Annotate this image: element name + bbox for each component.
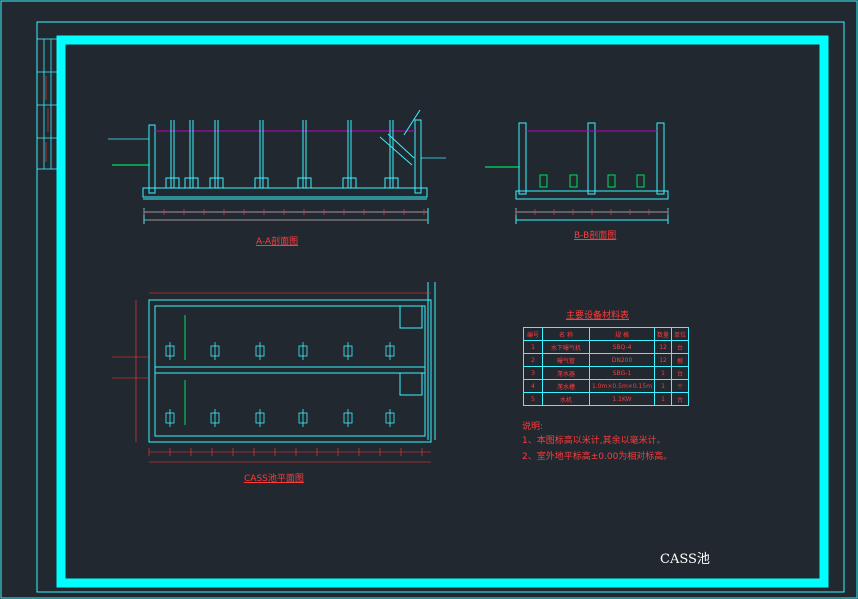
table-cell: 滗水器 <box>542 366 590 380</box>
table-cell: 1.1KW <box>588 392 656 406</box>
table-cell: SBG-1 <box>588 366 656 380</box>
plan-title: CASS池平面图 <box>244 474 304 484</box>
table-cell: 1 <box>654 366 673 380</box>
table-cell: 12 <box>654 353 673 367</box>
table-cell: 1 <box>654 392 673 406</box>
section-aa-title: A-A剖面图 <box>256 237 299 247</box>
table-cell: 滗水槽 <box>542 379 590 393</box>
section-aa <box>142 119 429 224</box>
binding-strip <box>36 38 59 170</box>
header-cell: 名 称 <box>542 327 590 341</box>
table-cell: DN200 <box>588 353 656 367</box>
table-cell: 台 <box>671 366 690 380</box>
table-cell: 5 <box>523 392 543 406</box>
table-cell: 根 <box>671 353 690 367</box>
notes-line-1: 1、本图标高以米计,其余以毫米计。 <box>522 436 666 446</box>
header-cell: 数量 <box>654 327 673 341</box>
table-cell: 1 <box>654 379 673 393</box>
inner-frame <box>36 21 845 593</box>
drawing-title: CASS池 <box>660 552 710 567</box>
table-cell: 水下曝气机 <box>542 340 590 354</box>
table-cell: 12 <box>654 340 673 354</box>
section-bb <box>515 122 669 224</box>
table-cell: 个 <box>671 379 690 393</box>
table-cell: 1 <box>523 340 543 354</box>
table-cell: 3 <box>523 366 543 380</box>
header-cell: 编号 <box>523 327 543 341</box>
plan-view <box>148 282 436 443</box>
header-cell: 规 格 <box>588 327 656 341</box>
table-header-row: 编号 名 称 规 格 数量 单位 <box>523 327 690 341</box>
table-cell: 曝气管 <box>542 353 590 367</box>
table-cell: 4 <box>523 379 543 393</box>
header-cell: 单位 <box>671 327 690 341</box>
section-bb-title: B-B剖面图 <box>574 231 617 241</box>
table-cell: 水机 <box>542 392 590 406</box>
table-cell: 1.0m×0.5m×0.15m <box>588 379 656 393</box>
table-cell: SBQ-4 <box>588 340 656 354</box>
table-cell: 台 <box>671 392 690 406</box>
table-cell: 2 <box>523 353 543 367</box>
notes-line-2: 2、室外地平标高±0.00为相对标高。 <box>522 452 673 462</box>
table-title: 主要设备材料表 <box>566 311 630 321</box>
title-border <box>56 35 829 588</box>
table-cell: 台 <box>671 340 690 354</box>
notes-heading: 说明: <box>522 422 544 432</box>
